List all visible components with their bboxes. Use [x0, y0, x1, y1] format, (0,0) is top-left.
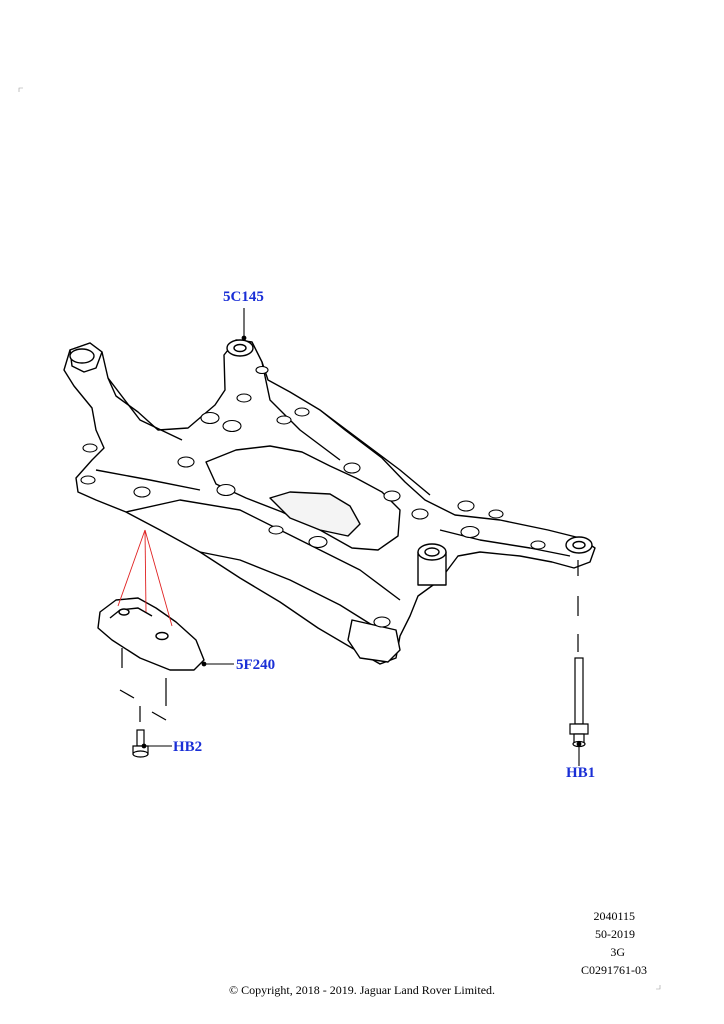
- long-bolt: [569, 657, 589, 748]
- callout-5c145[interactable]: 5C145: [223, 289, 264, 305]
- leader-lines: [144, 308, 580, 766]
- drawing-reference: C0291761-03: [581, 963, 647, 977]
- subframe-bosses: [80, 365, 546, 628]
- small-bolt: [132, 729, 149, 758]
- front-subframe: [63, 339, 596, 665]
- group-code: 3G: [610, 945, 625, 959]
- model-year-range: 50-2019: [595, 927, 635, 941]
- crop-marks: [18, 87, 661, 990]
- copyright-notice: © Copyright, 2018 - 2019. Jaguar Land Ro…: [228, 983, 496, 997]
- underbody-shield: [97, 597, 205, 671]
- red-guide-lines: [117, 529, 173, 627]
- illustration-number: 2040115: [593, 909, 635, 923]
- leader-dots: [141, 335, 582, 749]
- callout-hb2[interactable]: HB2: [173, 739, 203, 755]
- callout-5f240[interactable]: 5F240: [236, 657, 276, 673]
- callout-hb1[interactable]: HB1: [566, 765, 596, 781]
- assembly-lines: [119, 560, 579, 722]
